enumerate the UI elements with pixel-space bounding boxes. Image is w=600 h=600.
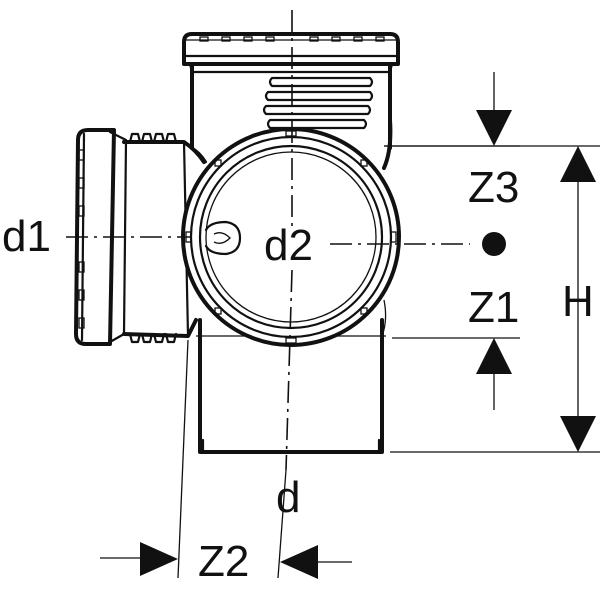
branch-socket-ticks [78, 149, 85, 329]
label-h: H [562, 277, 594, 326]
label-d: d [276, 473, 300, 522]
z1-reference-dot [482, 232, 506, 256]
d2-ring-ticks [185, 130, 397, 344]
center-lines [66, 10, 470, 471]
label-z1: Z1 [468, 283, 519, 332]
z1-arrow-up [476, 338, 512, 374]
dimension-arrows [140, 110, 596, 579]
z3-arrow-down [476, 110, 512, 146]
branch-ribs [128, 132, 178, 344]
label-d2: d2 [264, 221, 313, 270]
h-arrow-up [560, 146, 596, 182]
label-z2: Z2 [198, 537, 249, 586]
thread-marks [262, 76, 374, 130]
top-socket [182, 32, 400, 74]
label-z3: Z3 [468, 163, 519, 212]
front-branch-d2 [181, 127, 401, 347]
main-pipe [190, 64, 393, 454]
dimension-lines [100, 72, 600, 579]
h-arrow-down [560, 416, 596, 452]
z2-arrow-right [140, 542, 178, 576]
label-d1: d1 [2, 212, 51, 261]
z2-arrow-left [280, 545, 318, 579]
socket-ribs [199, 36, 385, 42]
left-branch-socket [74, 128, 206, 346]
